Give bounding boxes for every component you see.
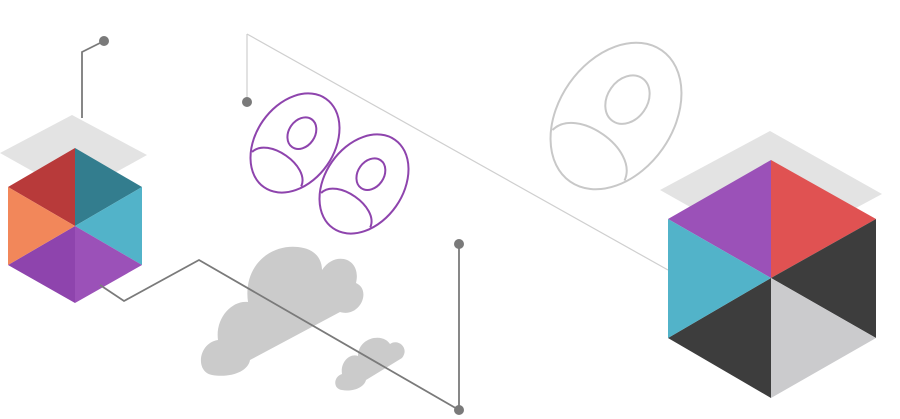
right-hexagon-cube-icon	[668, 160, 876, 398]
left-hexagon-cube-icon	[8, 148, 142, 303]
small-cloud-icon	[335, 337, 405, 391]
user-avatar-icon	[549, 41, 683, 191]
bottom-connector-line	[99, 239, 464, 415]
large-cloud-icon	[200, 246, 364, 376]
user-avatar-icon	[318, 133, 410, 235]
left-top-connector	[81, 36, 109, 118]
connector-dot	[242, 97, 252, 107]
faint-connector-line	[246, 33, 669, 271]
user-avatar-icon	[249, 92, 341, 194]
